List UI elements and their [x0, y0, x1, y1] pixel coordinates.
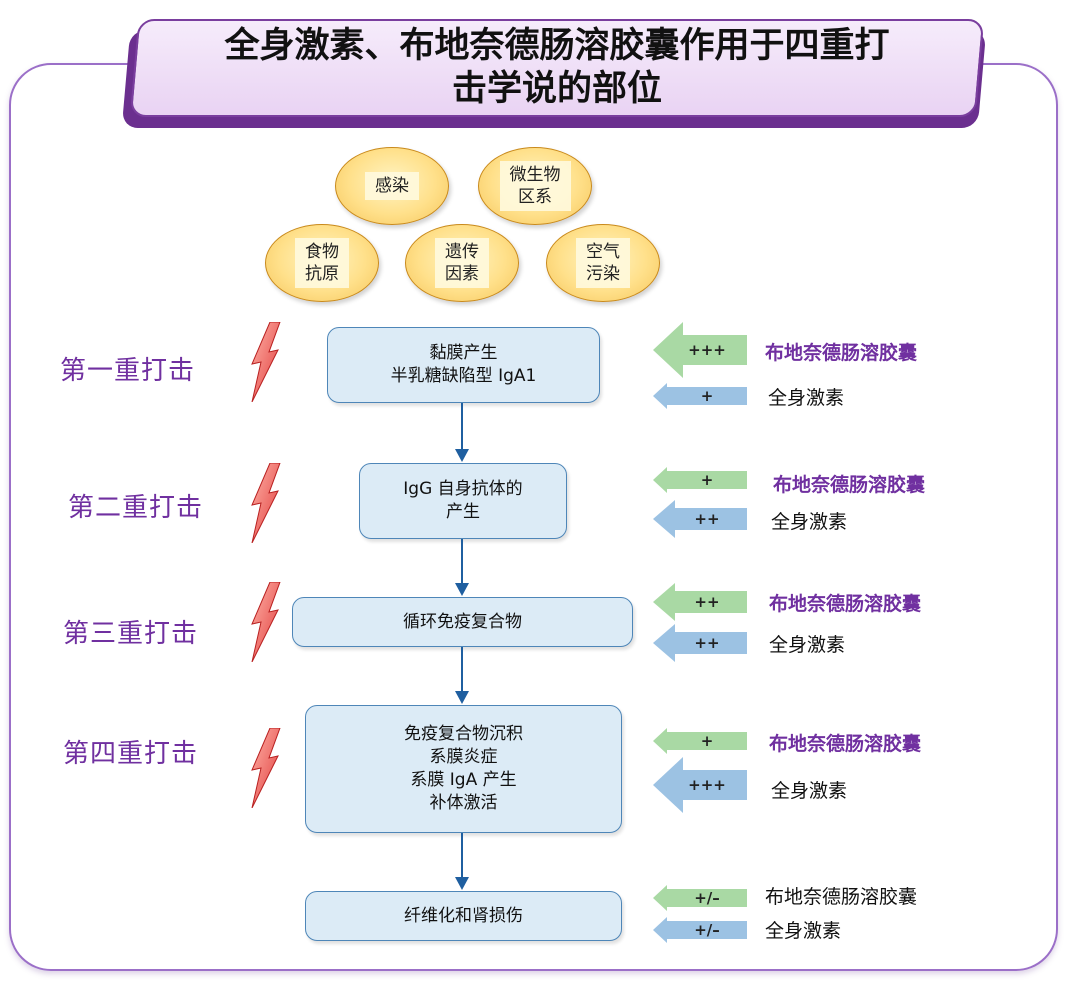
factor-oval-air-pollution: 空气 污染: [546, 224, 660, 302]
stage-label-4: 第四重打击: [63, 739, 199, 769]
budesonide-effect-arrow-stage-4: +: [653, 728, 747, 754]
process-box-deposition-inflammation: 免疫复合物沉积 系膜炎症 系膜 IgA 产生 补体激活: [305, 705, 622, 833]
box-text-line: IgG 自身抗体的: [403, 479, 523, 499]
budesonide-label: 布地奈德肠溶胶囊: [769, 593, 922, 615]
box-text-line: 补体激活: [429, 793, 498, 813]
effect-strength: ++: [694, 593, 720, 611]
factor-label: 抗原: [305, 264, 339, 284]
factor-label: 空气: [586, 242, 620, 262]
factor-label: 污染: [586, 264, 620, 284]
budesonide-label: 布地奈德肠溶胶囊: [765, 886, 918, 908]
budesonide-label: 布地奈德肠溶胶囊: [769, 733, 922, 755]
budesonide-effect-arrow-stage-3: ++: [653, 583, 747, 621]
steroid-effect-arrow-stage-3: ++: [653, 624, 747, 662]
factor-label: 区系: [518, 187, 552, 207]
steroid-effect-arrow-stage-4: +++: [653, 757, 747, 813]
box-text-line: 系膜炎症: [429, 747, 498, 767]
process-box-mucosal-igA1: 黏膜产生 半乳糖缺陷型 IgA1: [327, 327, 600, 403]
budesonide-effect-arrow-stage-2: +: [653, 467, 747, 493]
steroid-effect-arrow-stage-2: ++: [653, 500, 747, 538]
box-text-line: 半乳糖缺陷型 IgA1: [390, 366, 537, 386]
process-box-fibrosis-kidney-injury: 纤维化和肾损伤: [305, 891, 622, 941]
factor-oval-genetics: 遗传 因素: [405, 224, 519, 302]
steroid-effect-arrow-fibrosis: +/–: [653, 917, 747, 943]
effect-strength: +: [700, 387, 714, 405]
stage-label-3: 第三重打击: [63, 619, 199, 649]
box-text-line: 循环免疫复合物: [403, 611, 522, 632]
steroid-label: 全身激素: [771, 511, 848, 533]
factor-label: 遗传: [445, 242, 479, 262]
lightning-icon: [251, 322, 281, 402]
lightning-icon: [251, 728, 281, 808]
stage-label-1: 第一重打击: [60, 356, 196, 386]
effect-strength: ++: [694, 634, 720, 652]
factor-oval-infection: 感染: [335, 147, 449, 225]
flow-arrow-down-icon: [455, 539, 469, 596]
flow-arrow-down-icon: [455, 647, 469, 704]
box-text-line: 产生: [446, 502, 480, 522]
box-text-line: 纤维化和肾损伤: [404, 905, 523, 926]
page-title: 全身激素、布地奈德肠溶胶囊作用于四重打 击学说的部位: [134, 19, 980, 117]
process-box-circulating-immune-complex: 循环免疫复合物: [292, 597, 633, 647]
steroid-label: 全身激素: [771, 780, 848, 802]
factor-oval-microbiota: 微生物 区系: [478, 147, 592, 225]
budesonide-label: 布地奈德肠溶胶囊: [765, 342, 918, 364]
factor-label: 因素: [445, 264, 479, 284]
steroid-label: 全身激素: [769, 634, 846, 656]
box-text-line: 免疫复合物沉积: [404, 724, 523, 744]
factor-oval-food-antigen: 食物 抗原: [265, 224, 379, 302]
title-line-1: 全身激素、布地奈德肠溶胶囊作用于四重打: [224, 26, 890, 66]
steroid-label: 全身激素: [768, 387, 845, 409]
budesonide-effect-arrow-fibrosis: +/–: [653, 885, 747, 911]
effect-strength: ++: [694, 510, 720, 528]
effect-strength: +++: [688, 341, 726, 359]
effect-strength: +: [700, 471, 714, 489]
box-text-line: 系膜 IgA 产生: [410, 770, 517, 790]
effect-strength: +++: [688, 776, 726, 794]
factor-label: 感染: [375, 176, 409, 196]
stage-label-2: 第二重打击: [68, 493, 204, 523]
box-text-line: 黏膜产生: [429, 343, 498, 363]
budesonide-effect-arrow-stage-1: +++: [653, 322, 747, 378]
budesonide-label: 布地奈德肠溶胶囊: [773, 474, 926, 496]
effect-strength: +/–: [694, 889, 720, 907]
title-line-2: 击学说的部位: [451, 69, 662, 109]
lightning-icon: [251, 582, 281, 662]
factor-label: 微生物: [509, 165, 561, 185]
flow-arrow-down-icon: [455, 403, 469, 462]
steroid-label: 全身激素: [765, 920, 842, 942]
process-box-igg-autoantibody: IgG 自身抗体的 产生: [359, 463, 567, 539]
flow-arrow-down-icon: [455, 833, 469, 890]
steroid-effect-arrow-stage-1: +: [653, 383, 747, 409]
effect-strength: +/–: [694, 921, 720, 939]
lightning-icon: [251, 463, 281, 543]
factor-label: 食物: [305, 242, 339, 262]
effect-strength: +: [700, 732, 714, 750]
